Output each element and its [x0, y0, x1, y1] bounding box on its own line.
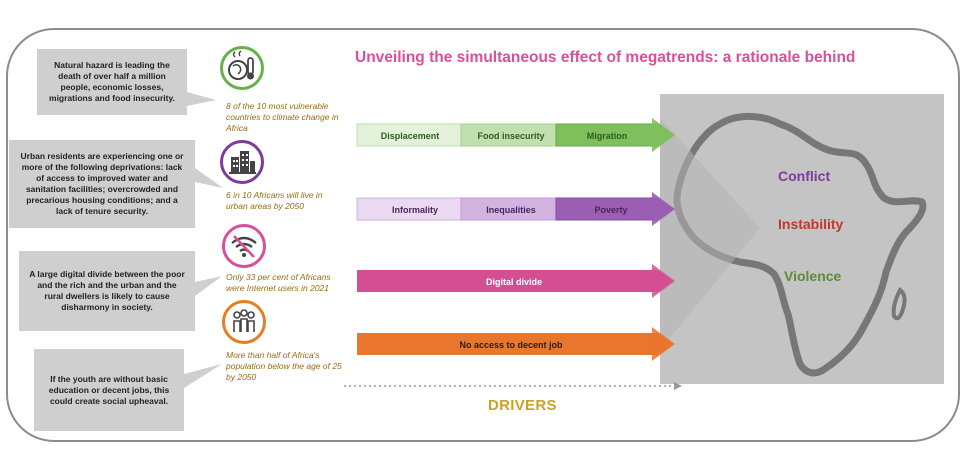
stat-youth-population: More than half of Africa's population be…	[226, 350, 342, 382]
outcome-conflict: Conflict	[778, 168, 831, 184]
row2-label-informality: Informality	[392, 205, 438, 215]
population-people-icon	[222, 300, 266, 344]
callout-natural-hazard-text: Natural hazard is leading the death of o…	[49, 60, 175, 103]
stat-internet: Only 33 per cent of Africans were Intern…	[226, 272, 331, 293]
row3-bar-digital-divide	[357, 270, 673, 292]
row2-label-inequalities: Inequalities	[486, 205, 536, 215]
row1-label-migration: Migration	[587, 131, 628, 141]
no-wifi-icon	[222, 224, 266, 268]
stat-urban: 6 in 10 Africans will live in urban area…	[226, 190, 323, 211]
stat-climate: 8 of the 10 most vulnerable countries to…	[226, 101, 339, 133]
climate-icon	[220, 46, 264, 90]
callout-urban-residents: Urban residents are experiencing one or …	[9, 140, 195, 228]
row2-arrow-head	[652, 192, 675, 226]
drivers-arrow-head	[674, 382, 682, 390]
row1-label-displacement: Displacement	[381, 131, 440, 141]
callout-digital-divide-text: A large digital divide between the poor …	[29, 269, 185, 312]
callout-urban-residents-text: Urban residents are experiencing one or …	[20, 151, 184, 216]
callout-youth-text: If the youth are without basic education…	[48, 373, 170, 406]
outcome-instability: Instability	[778, 216, 844, 232]
callout-youth: If the youth are without basic education…	[34, 349, 184, 431]
row3-arrow-head	[652, 264, 675, 298]
row1-arrow-head	[652, 118, 675, 152]
city-buildings-icon	[220, 140, 264, 184]
callout-digital-divide: A large digital divide between the poor …	[19, 251, 195, 331]
outcome-violence: Violence	[784, 268, 842, 284]
drivers-label: DRIVERS	[488, 397, 557, 414]
page-title: Unveiling the simultaneous effect of meg…	[355, 49, 856, 66]
row1-label-food-insecurity: Food insecurity	[477, 131, 544, 141]
row4-bar-decent-job	[357, 333, 673, 355]
callout-natural-hazard: Natural hazard is leading the death of o…	[37, 49, 187, 115]
row4-label-decent-job: No access to decent job	[459, 340, 563, 350]
row3-label-digital-divide: Digital divide	[486, 277, 542, 287]
row2-label-poverty: Poverty	[594, 205, 627, 215]
row4-arrow-head	[652, 327, 675, 361]
outer-frame	[6, 28, 960, 442]
convergence-wedge	[660, 118, 760, 350]
